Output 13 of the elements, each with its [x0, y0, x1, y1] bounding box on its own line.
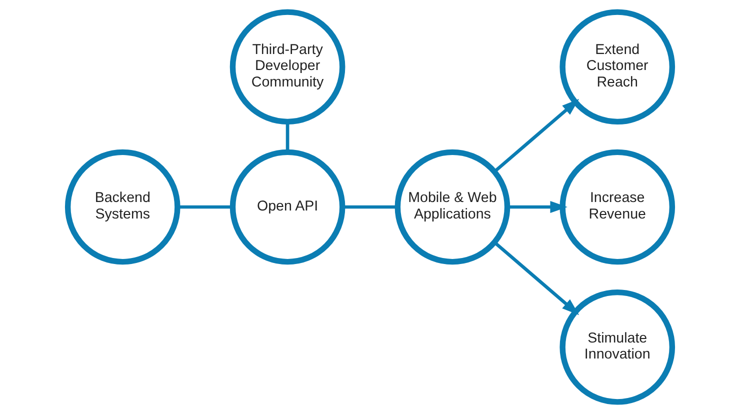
node-circle: Mobile & Web Applications: [394, 149, 510, 265]
node-circle: Backend Systems: [64, 149, 180, 265]
arrow: [493, 98, 580, 173]
connector: [342, 205, 398, 209]
node-circle: Extend Customer Reach: [560, 9, 676, 125]
node-circle: Increase Revenue: [560, 149, 676, 265]
node-circle: Open API: [230, 149, 346, 265]
arrow: [493, 241, 580, 316]
arrow: [508, 200, 568, 214]
connector: [286, 122, 290, 152]
node-circle: Stimulate Innovation: [560, 289, 676, 405]
connector: [178, 205, 233, 209]
node-circle: Third-Party Developer Community: [230, 9, 346, 125]
